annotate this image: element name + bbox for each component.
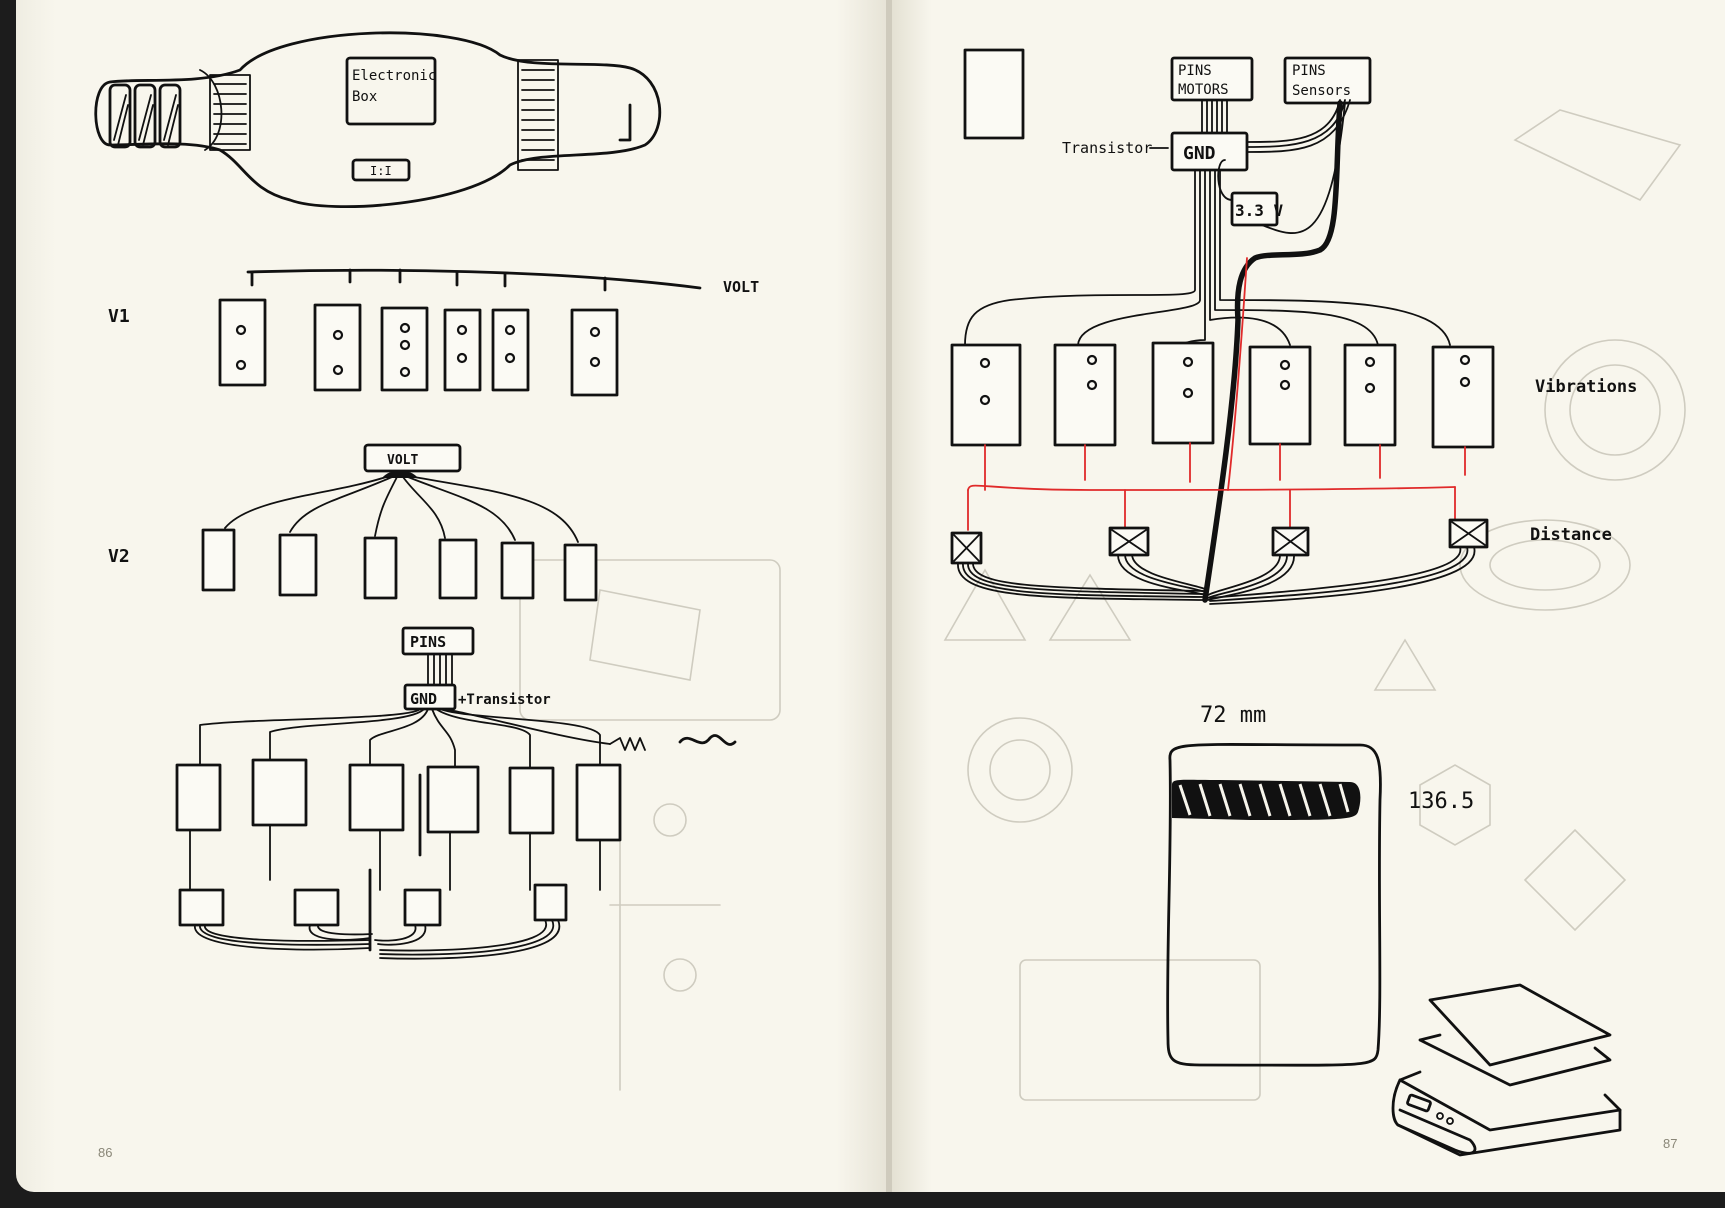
left-page-number: 86	[98, 1145, 112, 1160]
v3-pins-label: PINS	[410, 633, 446, 651]
stacked-plates-sketch	[1391, 983, 1622, 1157]
distance-label: Distance	[1530, 525, 1612, 545]
band-sketch: Electronic Box I:I	[94, 31, 662, 208]
pins-motors-line1: PINS	[1178, 63, 1212, 79]
v2-label: V2	[108, 546, 130, 567]
battery-dimension-sketch: 72 mm 136.5	[1166, 703, 1474, 1067]
power-label: 3.3 V	[1235, 201, 1284, 220]
transistor-label: Transistor	[1062, 139, 1152, 157]
height-dimension: 136.5	[1408, 789, 1474, 814]
bleed-through	[519, 109, 1686, 1101]
electronic-box-label-line1: Electronic	[352, 68, 436, 84]
right-page-number: 87	[1663, 1136, 1677, 1151]
gutter	[886, 0, 894, 1192]
svg-text:I:I: I:I	[370, 164, 392, 178]
v3-gnd-label: GND	[410, 690, 437, 708]
wiring-diagram: PINS MOTORS PINS Sensors Transistor GND …	[950, 48, 1637, 605]
v3-transistor-note: +Transistor	[458, 692, 551, 708]
v1-sketch: V1 VOLT	[108, 268, 759, 397]
pins-sensors-line2: Sensors	[1292, 83, 1351, 99]
vibrations-label: Vibrations	[1535, 377, 1637, 397]
v3-sketch: PINS GND +Transistor	[175, 626, 737, 960]
v1-rail-label: VOLT	[723, 278, 759, 296]
v2-hub-label: VOLT	[387, 453, 418, 468]
gnd-label: GND	[1183, 143, 1216, 164]
electronic-box-label-line2: Box	[352, 89, 377, 105]
v2-sketch: V2 VOLT	[108, 443, 598, 602]
pins-sensors-line1: PINS	[1292, 63, 1326, 79]
v1-label: V1	[108, 306, 130, 327]
pins-motors-line2: MOTORS	[1178, 82, 1229, 98]
width-dimension: 72 mm	[1200, 703, 1266, 728]
